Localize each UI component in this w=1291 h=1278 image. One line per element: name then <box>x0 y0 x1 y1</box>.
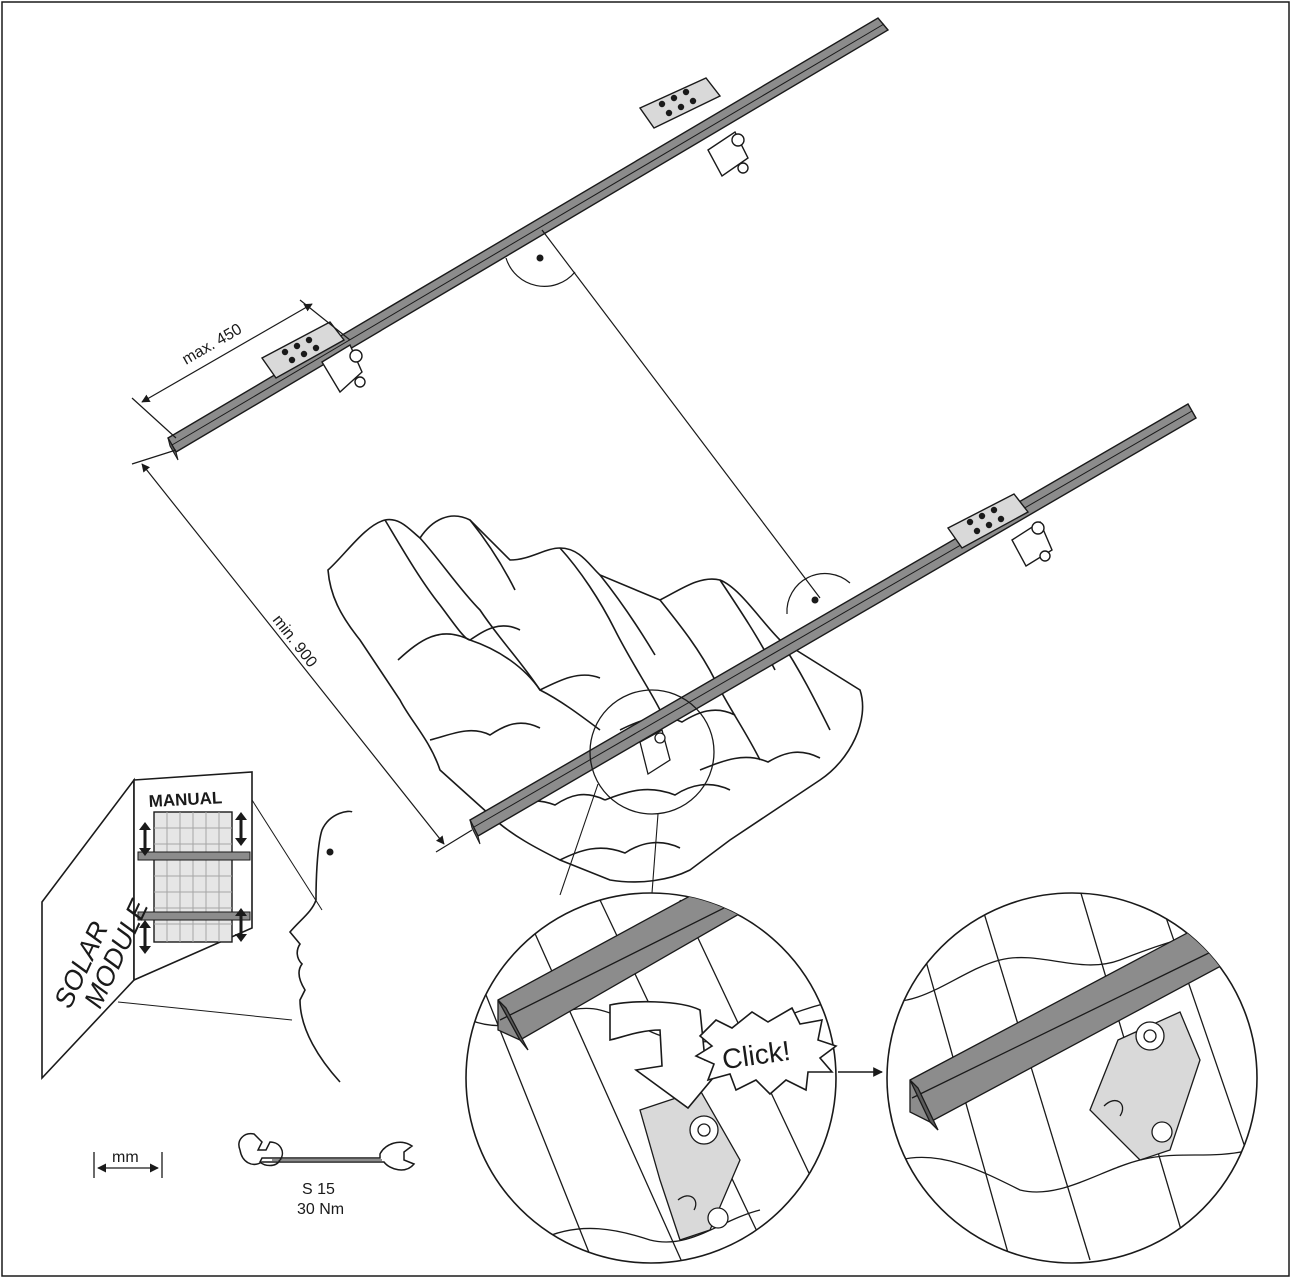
tool-size: S 15 <box>302 1181 335 1198</box>
arrow-down-icon <box>609 1000 730 1110</box>
right-angle-guide <box>505 229 851 615</box>
double-arrow-icon <box>139 812 247 954</box>
sight-line-top <box>251 799 323 911</box>
reader-face <box>288 810 353 1083</box>
roof-tiles <box>327 515 864 883</box>
roof-hook-top-right <box>638 77 749 178</box>
eye-icon <box>326 848 334 856</box>
wrench-icon <box>238 1132 416 1171</box>
tool-torque: 30 Nm <box>297 1201 344 1218</box>
detail-leader-left <box>559 783 599 896</box>
detail-view-before: Click! <box>465 892 838 1264</box>
detail-leader-right <box>651 813 659 894</box>
dimension-arrow-icon <box>93 1152 163 1178</box>
click-burst <box>694 1006 838 1096</box>
top-rail <box>167 17 890 461</box>
dimension-min-label: min. 900 <box>269 612 320 671</box>
units-label: mm <box>112 1149 139 1166</box>
detail-marker-circle <box>589 689 715 815</box>
sight-line-bottom <box>117 1001 293 1021</box>
solar-panel-illustration <box>137 811 251 943</box>
dimension-max-450 <box>131 299 351 439</box>
detail-view-after <box>886 892 1258 1264</box>
manual-title: MANUAL <box>148 788 223 811</box>
dimension-min-900 <box>131 449 473 853</box>
roof-hook-center <box>639 729 671 776</box>
roof-hook-bottom-right <box>946 493 1053 567</box>
